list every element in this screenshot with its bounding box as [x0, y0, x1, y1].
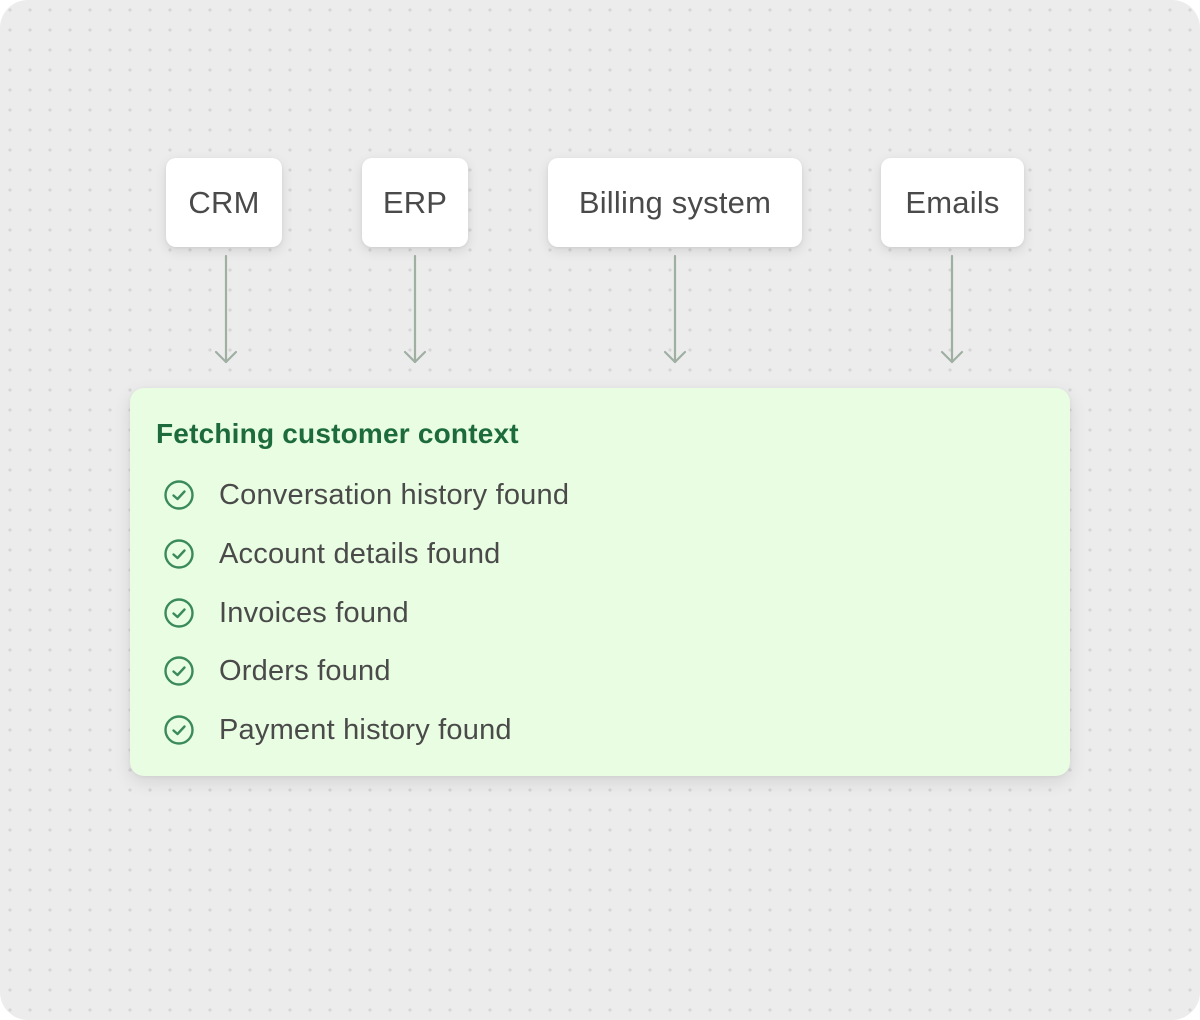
source-label: Billing system [578, 184, 772, 220]
check-circle-icon [164, 598, 194, 628]
source-crm: CRM [166, 158, 282, 247]
card-title: Fetching customer context [156, 418, 519, 449]
check-circle-icon [164, 656, 194, 686]
item-label: Invoices found [219, 596, 409, 629]
source-label: CRM [188, 184, 260, 220]
arrow-billing [663, 254, 687, 364]
item-label: Conversation history found [219, 478, 570, 511]
context-item-conversation-history: Conversation history found [162, 475, 569, 515]
check-circle-icon [164, 480, 194, 510]
check-circle-icon [164, 715, 194, 745]
item-label: Account details found [219, 537, 501, 570]
source-label: ERP [382, 184, 448, 220]
source-label: Emails [905, 184, 1000, 220]
context-item-invoices: Invoices found [162, 593, 409, 633]
item-label: Orders found [219, 654, 391, 687]
arrow-emails [940, 254, 964, 364]
item-label: Payment history found [219, 713, 512, 746]
source-emails: Emails [881, 158, 1024, 247]
context-item-payment-history: Payment history found [162, 710, 512, 750]
check-circle-icon [164, 539, 194, 569]
source-billing-system: Billing system [548, 158, 802, 247]
context-item-account-details: Account details found [162, 534, 500, 574]
arrow-erp [403, 254, 427, 364]
customer-context-card: Fetching customer context Conversation h… [130, 388, 1070, 776]
source-erp: ERP [362, 158, 468, 247]
arrow-crm [214, 254, 238, 364]
context-item-orders: Orders found [162, 651, 390, 691]
